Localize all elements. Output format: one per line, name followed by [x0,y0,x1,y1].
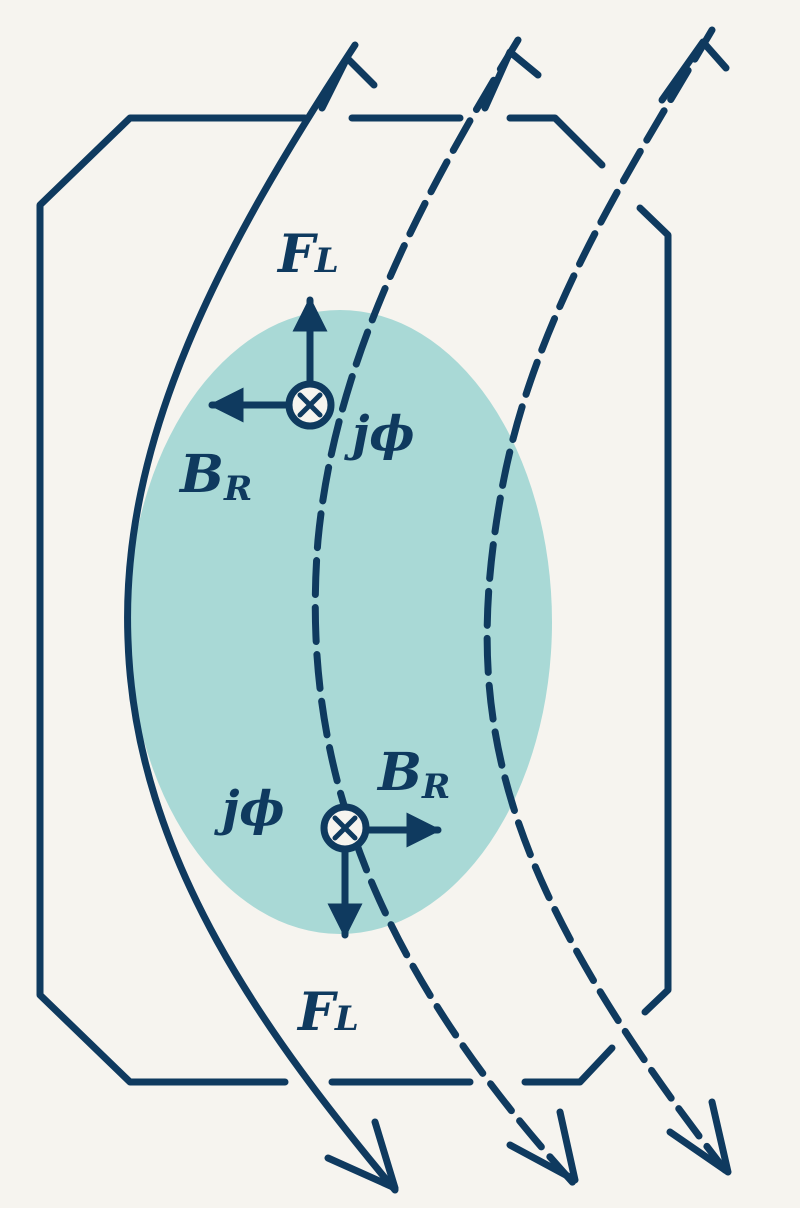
arrow-top-left [318,54,378,112]
label-lower-current: jϕ [214,781,285,837]
field-line-left [124,41,399,1194]
upper-force-group [208,296,335,430]
label-lower-field: BR [376,742,450,807]
current-into-page-icon [285,380,335,430]
arrow-top-middle [481,48,542,112]
arrow-top-right [658,38,730,104]
label-upper-field: BR [178,444,252,509]
label-upper-current: jϕ [344,406,415,462]
arrow-bottom-left [324,1118,399,1192]
field-line-arrowheads [318,38,732,1192]
vacuum-vessel-outline [36,114,672,1086]
field-line-middle [311,36,579,1189]
field-line-right [483,26,729,1174]
magnetic-field-lines [124,26,729,1194]
lower-force-group [320,803,442,939]
plasma-cross-section [128,310,552,934]
arrow-bottom-right [666,1098,732,1176]
label-lower-force: FL [296,982,359,1043]
current-into-page-icon [320,803,370,853]
arrow-bottom-middle [506,1108,579,1184]
label-upper-force: FL [276,224,339,285]
